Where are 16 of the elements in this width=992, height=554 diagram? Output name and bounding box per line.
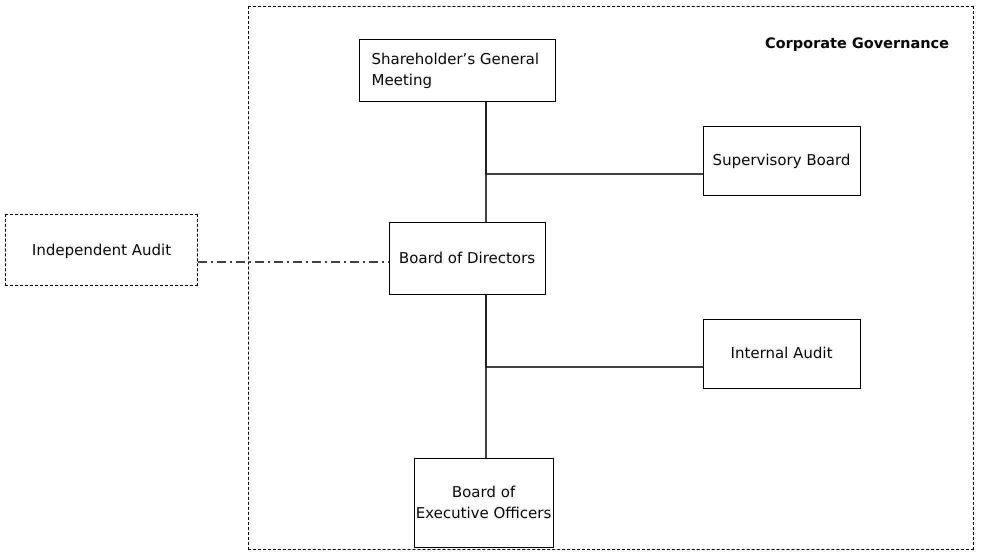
group-title: Corporate Governance — [764, 35, 949, 54]
box-label: Supervisory Board — [712, 150, 850, 171]
group-frame — [248, 6, 974, 550]
org-box — [388, 222, 546, 294]
connector-line — [485, 102, 703, 175]
box-label: Internal Audit — [730, 343, 832, 364]
box-label: Independent Audit — [32, 240, 172, 260]
org-box — [414, 458, 554, 548]
box-label: Shareholder’s General Meeting — [372, 49, 540, 91]
org-box — [702, 126, 860, 196]
box-label: Board of Directors — [398, 248, 536, 268]
connector-line — [485, 295, 703, 368]
box-label: Board of Executive Officers — [414, 482, 552, 524]
org-box — [358, 38, 556, 102]
org-box — [702, 318, 860, 388]
org-box — [5, 214, 198, 286]
